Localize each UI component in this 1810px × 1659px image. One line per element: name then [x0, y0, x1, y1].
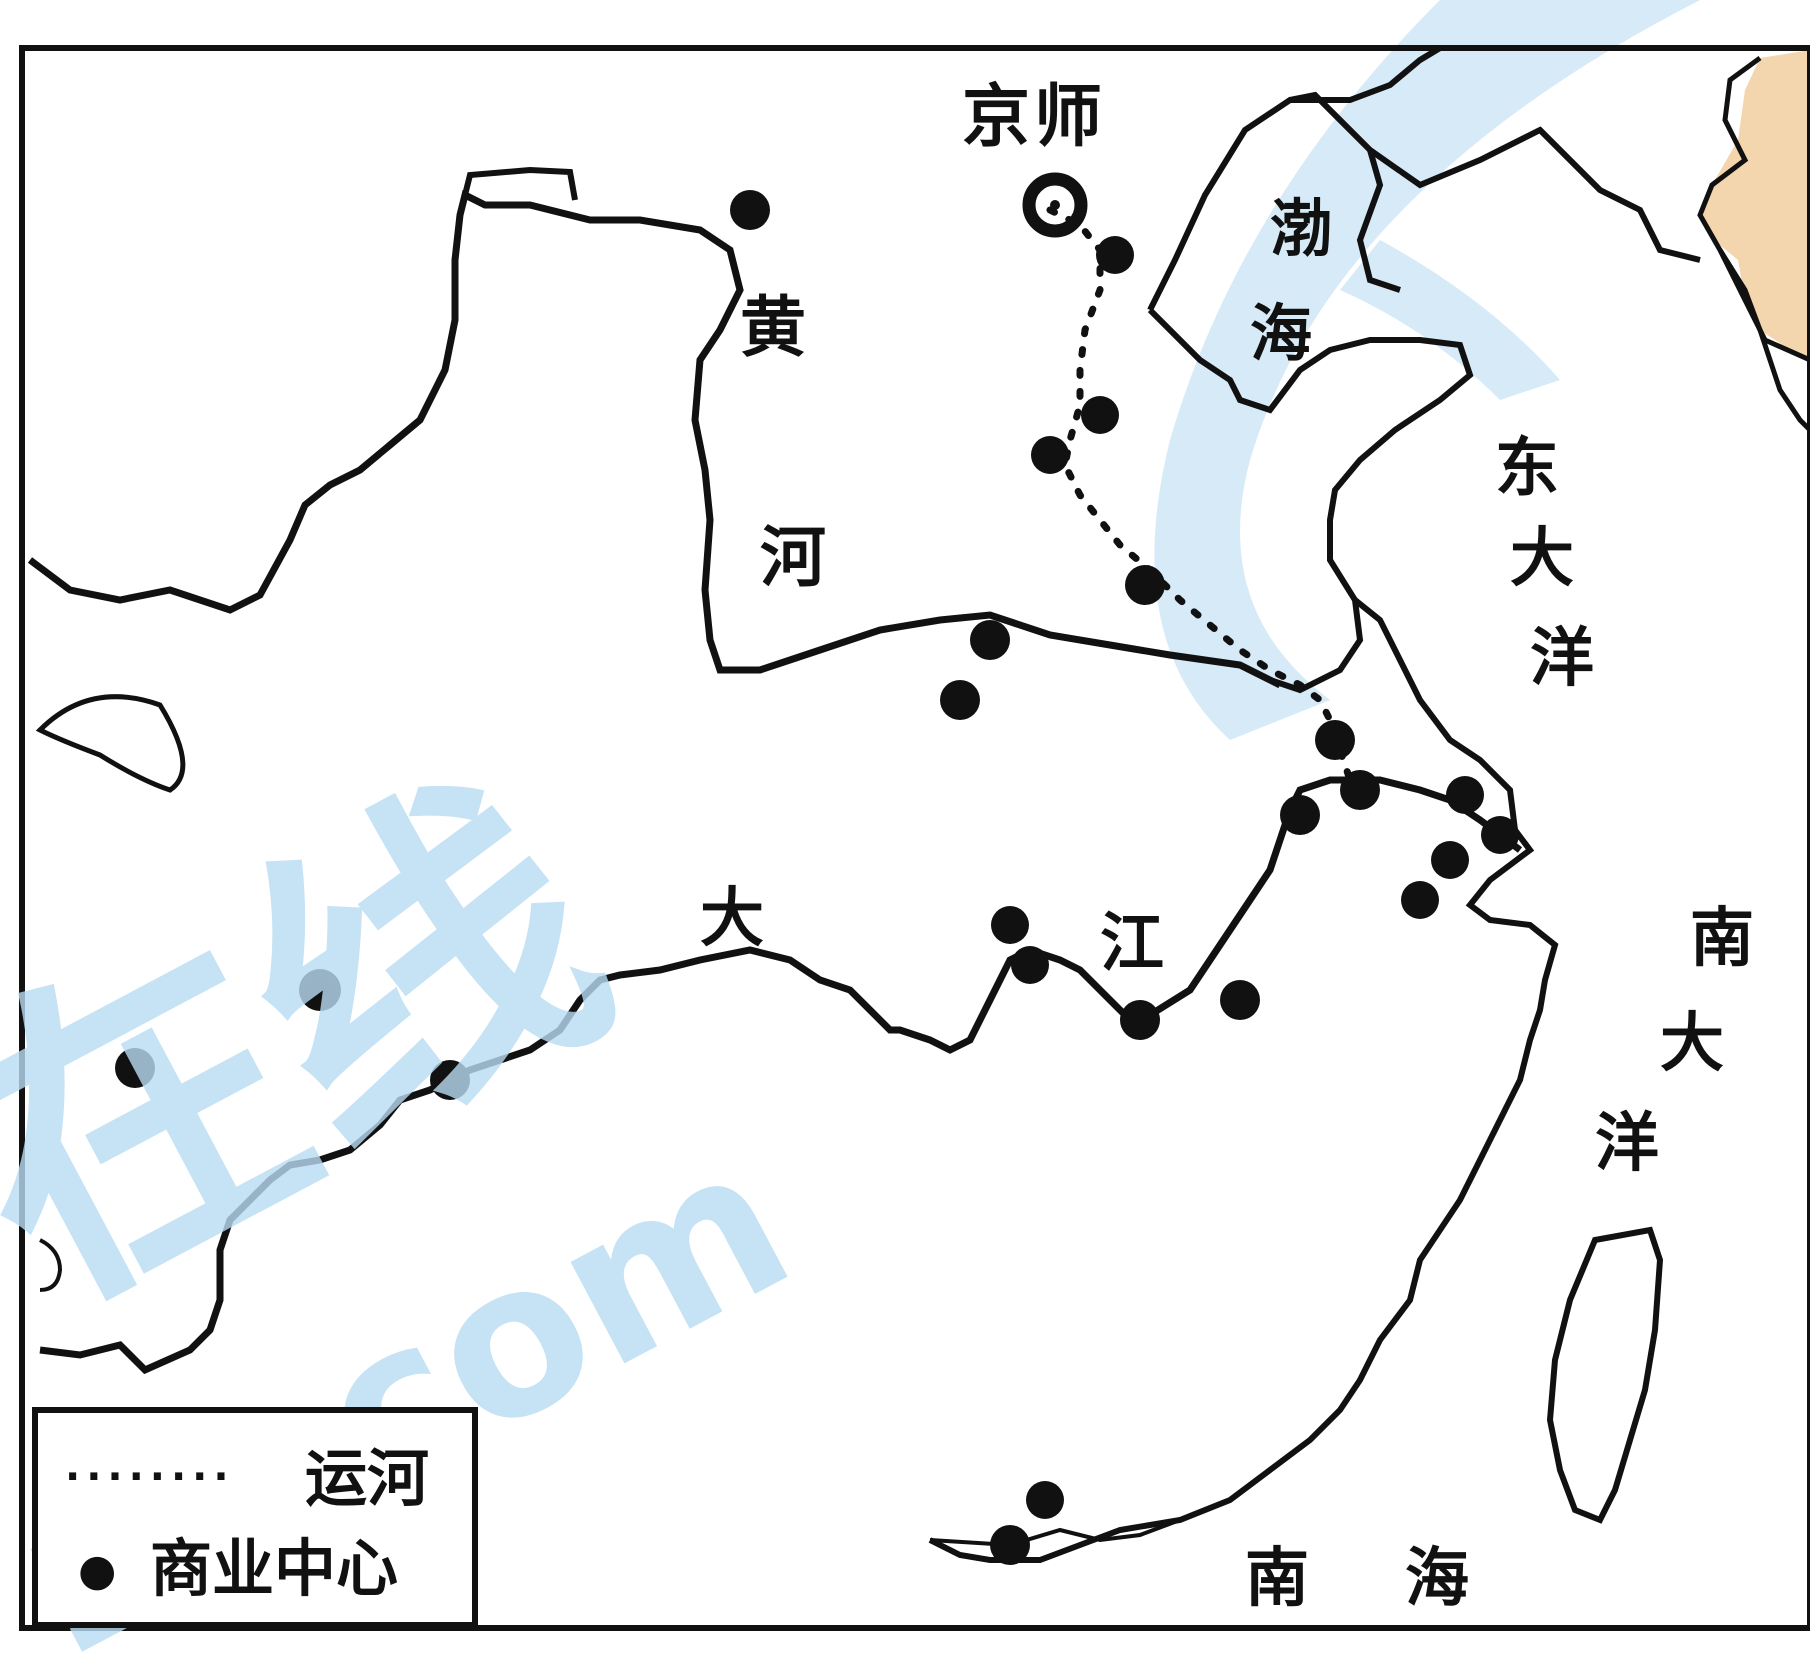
legend: ........ 运河 ● 商业中心: [32, 1407, 478, 1628]
label-bohai-1: 渤: [1270, 192, 1332, 265]
commercial-center-dot: [1031, 436, 1069, 474]
liaodong-peninsula: [1289, 91, 1701, 263]
label-south-ocean-3: 洋: [1595, 1107, 1659, 1181]
label-south-ocean-2: 大: [1660, 1007, 1724, 1081]
watermark-band-2: [1340, 240, 1560, 400]
commercial-center-dot: [940, 680, 980, 720]
label-east-ocean-2: 大: [1510, 522, 1574, 596]
commercial-center-dot: [1220, 980, 1260, 1020]
commercial-center-dot: [970, 620, 1010, 660]
commercial-center-dot: [1096, 236, 1134, 274]
label-south-ocean-1: 南: [1690, 902, 1754, 976]
label-bohai-2: 海: [1250, 297, 1312, 370]
korea-region: [1700, 50, 1810, 360]
commercial-center-dot: [1315, 720, 1355, 760]
commercial-center-dot: [1401, 881, 1439, 919]
map-frame: [19, 45, 1810, 1631]
commercial-center-dot: [1125, 565, 1165, 605]
bohai-west-coast: [1147, 307, 1474, 694]
label-huang-1: 黄: [740, 289, 806, 366]
commercial-center-dot: [1081, 396, 1119, 434]
commercial-center-dot: [430, 1060, 470, 1100]
watermark-band: [1154, 0, 1700, 740]
taiwan-island: [1546, 1226, 1664, 1524]
commercial-center-dot: [1481, 816, 1519, 854]
label-capital: 京师: [962, 78, 1106, 157]
commercial-center-dot: [1431, 841, 1469, 879]
commercial-center-dot: [115, 1048, 155, 1088]
label-south-sea-hai: 海: [1405, 1542, 1469, 1616]
capital-marker-outer: [1022, 172, 1088, 238]
label-south-sea-nan: 南: [1245, 1542, 1309, 1616]
commercial-center-dot: [1280, 795, 1320, 835]
east-coast: [928, 597, 1559, 1563]
capital-marker-inner: [1050, 200, 1060, 210]
legend-center-label: 商业中心: [150, 1532, 398, 1605]
liaodong-tip: [1356, 149, 1401, 293]
hetao-loop: [462, 166, 578, 201]
yellow-river: [27, 189, 1282, 689]
commercial-center-dot: [299, 969, 341, 1011]
legend-center-symbol: ●: [78, 1545, 116, 1596]
commercial-center-dot: [990, 1525, 1030, 1565]
legend-canal-symbol: ........: [65, 1444, 235, 1490]
legend-canal-label: 运河: [305, 1442, 429, 1515]
commercial-center-dot: [1026, 1481, 1064, 1519]
yangtze-river: [39, 776, 1523, 1375]
label-east-ocean-3: 洋: [1530, 622, 1594, 696]
commercial-center-dot: [1011, 946, 1049, 984]
yangtze-west-end: [39, 1238, 63, 1292]
commercial-center-dot: [1340, 770, 1380, 810]
label-yangtze-jiang: 江: [1100, 907, 1164, 981]
legend-box: [32, 1407, 478, 1628]
commercial-center-dot: [1446, 776, 1484, 814]
grand-canal: [1046, 206, 1354, 784]
commercial-center-dot: [991, 906, 1029, 944]
commercial-centers: [115, 190, 1519, 1565]
label-huang-2: 河: [760, 519, 826, 596]
commercial-center-dot: [1120, 1000, 1160, 1040]
qinghai-lake: [35, 694, 186, 793]
commercial-center-dot: [730, 190, 770, 230]
label-east-ocean-1: 东: [1495, 432, 1559, 506]
korea-coast: [1717, 248, 1810, 432]
label-yangtze-da: 大: [700, 882, 764, 956]
